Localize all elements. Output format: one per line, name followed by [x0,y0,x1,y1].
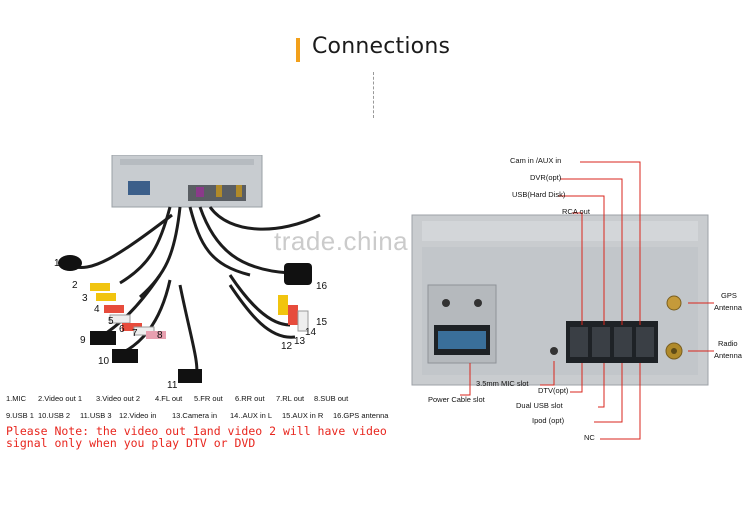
callout-16: 16 [316,281,328,292]
legend-item: 14..AUX in L [230,411,273,420]
callout-14: 14 [305,327,317,338]
legend-item: 10.USB 2 [38,411,71,420]
callout-4: 4 [94,304,100,315]
label-ipod: Ipod (opt) [532,416,565,425]
legend-item: 12.Video in [119,411,157,420]
legend-item: 2.Video out 1 [38,394,83,403]
callout-3: 3 [82,293,88,304]
label-mic-slot: 3.5mm MIC slot [476,379,529,388]
label-dtv: DTV(opt) [538,386,569,395]
legend-item: 6.RR out [235,394,265,403]
page-title: Connections [312,34,451,59]
legend-item: 4.FL out [155,394,183,403]
label-dual-usb: Dual USB slot [516,401,563,410]
label-radio-2: Antenna [714,351,742,360]
legend-item: 11.USB 3 [80,411,112,420]
label-gps-2: Antenna [714,303,742,312]
harness-panel: 1 2 3 4 5 6 7 8 9 10 11 12 13 14 15 16 [0,155,408,445]
legend-item: 9.USB 1 [6,411,34,420]
harness-illustration [58,155,321,383]
callout-2: 2 [72,280,78,291]
label-nc: NC [584,433,595,442]
label-dvr: DVR(opt) [530,173,562,182]
title-divider [373,72,374,118]
rear-panel-diagram: Cam in /AUX in DVR(opt) USB(Hard Disk) R… [408,155,750,445]
callout-11: 11 [167,380,178,391]
label-cam-aux: Cam in /AUX in [510,156,562,165]
title-accent-bar [296,38,300,62]
legend: 1.MIC 2.Video out 1 3.Video out 2 4.FL out 5… [6,390,397,424]
label-power-slot: Power Cable slot [428,395,485,404]
legend-item: 1.MIC [6,394,27,403]
callout-12: 12 [281,341,293,352]
callout-13: 13 [294,336,306,347]
legend-item: 16.GPS antenna [333,411,389,420]
callout-6: 6 [119,324,125,335]
rear-panel-illustration [411,161,714,440]
label-gps-1: GPS [721,291,737,300]
legend-item: 3.Video out 2 [96,394,141,403]
legend-item: 15.AUX in R [282,411,324,420]
callout-5: 5 [108,316,114,327]
label-radio-1: Radio [718,339,738,348]
header: Connections [0,0,750,150]
legend-item: 5.FR out [194,394,223,403]
callout-8: 8 [157,330,163,341]
callout-1: 1 [54,258,60,269]
legend-item: 13.Camera in [172,411,218,420]
label-rca-out: RCA out [562,207,590,216]
callout-9: 9 [80,335,86,346]
callout-7: 7 [132,328,138,339]
legend-row-2: 9.USB 1 10.USB 2 11.USB 3 12.Video in 13.Cam… [6,407,397,424]
callout-15: 15 [316,317,328,328]
callout-10: 10 [98,356,110,367]
note-text: Please Note: the video out 1and video 2 … [6,424,387,450]
legend-row-1: 1.MIC 2.Video out 1 3.Video out 2 4.FL out 5… [6,390,397,407]
label-usb-hdd: USB(Hard Disk) [512,190,566,199]
legend-item: 7.RL out [276,394,305,403]
legend-item: 8.SUB out [314,394,349,403]
